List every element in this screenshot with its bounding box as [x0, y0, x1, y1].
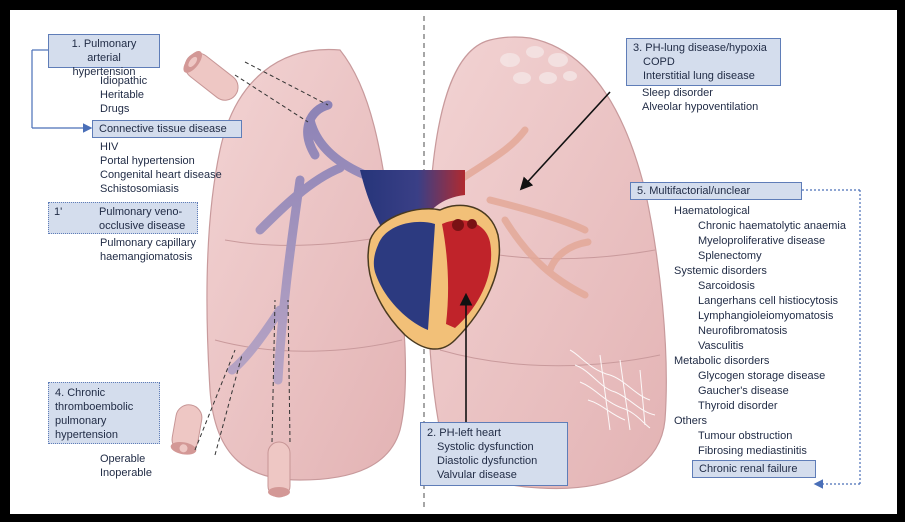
group1p-title: Pulmonary veno-occlusive disease: [99, 205, 195, 233]
group5-heading-1: Systemic disorders: [674, 264, 767, 278]
group3-box: 3. PH-lung disease/hypoxia COPD Intersti…: [626, 38, 781, 86]
group5-s1-item-3: Neurofibromatosis: [698, 324, 787, 338]
group5-s1-item-2: Lymphangioleiomyomatosis: [698, 309, 833, 323]
diagram-canvas: 1. Pulmonary arterial hypertension Idiop…: [10, 10, 897, 514]
group5-s3-item-0: Tumour obstruction: [698, 429, 792, 443]
group1-item-1: Heritable: [100, 88, 144, 102]
group2-item-2: Valvular disease: [427, 468, 561, 482]
group5-s1-item-0: Sarcoidosis: [698, 279, 755, 293]
group5-heading-0: Haematological: [674, 204, 750, 218]
group5-s3-item-1: Fibrosing mediastinitis: [698, 444, 807, 458]
group1-more-1: Portal hypertension: [100, 154, 195, 168]
group3-boxed-0: COPD: [633, 55, 774, 69]
group3-item-1: Alveolar hypoventilation: [642, 100, 758, 114]
group1-more-0: HIV: [100, 140, 118, 154]
group5-title: 5. Multifactorial/unclear: [637, 185, 750, 197]
group1p-tag: 1': [54, 205, 62, 219]
ctd-box: Connective tissue disease: [92, 120, 242, 138]
group1p-sub: Pulmonary capillary haemangiomatosis: [100, 236, 215, 264]
group5-s0-item-1: Myeloproliferative disease: [698, 234, 825, 248]
group1p-box: 1' Pulmonary veno-occlusive disease: [48, 202, 198, 234]
group5-heading-2: Metabolic disorders: [674, 354, 769, 368]
vessel-cylinder-top: [180, 48, 243, 105]
ctd-label: Connective tissue disease: [99, 123, 227, 135]
group4-item-1: Inoperable: [100, 466, 152, 480]
group5-s0-item-0: Chronic haematolytic anaemia: [698, 219, 846, 233]
group3-boxed-1: Interstitial lung disease: [633, 69, 774, 83]
group5-s1-item-1: Langerhans cell histiocytosis: [698, 294, 838, 308]
group4-title: 4. Chronic thromboembolic pulmonary hype…: [55, 387, 133, 441]
group3-item-0: Sleep disorder: [642, 86, 713, 100]
group5-heading-3: Others: [674, 414, 707, 428]
group2-title: 2. PH-left heart: [427, 426, 561, 440]
group1-title: 1. Pulmonary arterial hypertension: [72, 38, 137, 78]
group4-item-0: Operable: [100, 452, 145, 466]
group1-more-2: Congenital heart disease: [100, 168, 222, 182]
group5-s1-item-4: Vasculitis: [698, 339, 744, 353]
group2-box: 2. PH-left heart Systolic dysfunction Di…: [420, 422, 568, 486]
group5-s2-item-2: Thyroid disorder: [698, 399, 777, 413]
group3-title: 3. PH-lung disease/hypoxia: [633, 41, 774, 55]
group1-more-3: Schistosomiasis: [100, 182, 179, 196]
vessel-cylinder-bottom-left: [170, 403, 204, 457]
group1-item-0: Idiopathic: [100, 74, 147, 88]
group1-title-box: 1. Pulmonary arterial hypertension: [48, 34, 160, 68]
group5-s2-item-0: Glycogen storage disease: [698, 369, 825, 383]
vessel-cylinder-bottom-right: [268, 442, 290, 497]
group5-s0-item-2: Splenectomy: [698, 249, 762, 263]
group2-item-1: Diastolic dysfunction: [427, 454, 561, 468]
group2-item-0: Systolic dysfunction: [427, 440, 561, 454]
renal-failure-label: Chronic renal failure: [699, 463, 797, 475]
group4-box: 4. Chronic thromboembolic pulmonary hype…: [48, 382, 160, 444]
group5-s2-item-1: Gaucher's disease: [698, 384, 789, 398]
renal-failure-box: Chronic renal failure: [692, 460, 816, 478]
group1-item-2: Drugs: [100, 102, 129, 116]
group5-title-box: 5. Multifactorial/unclear: [630, 182, 802, 200]
